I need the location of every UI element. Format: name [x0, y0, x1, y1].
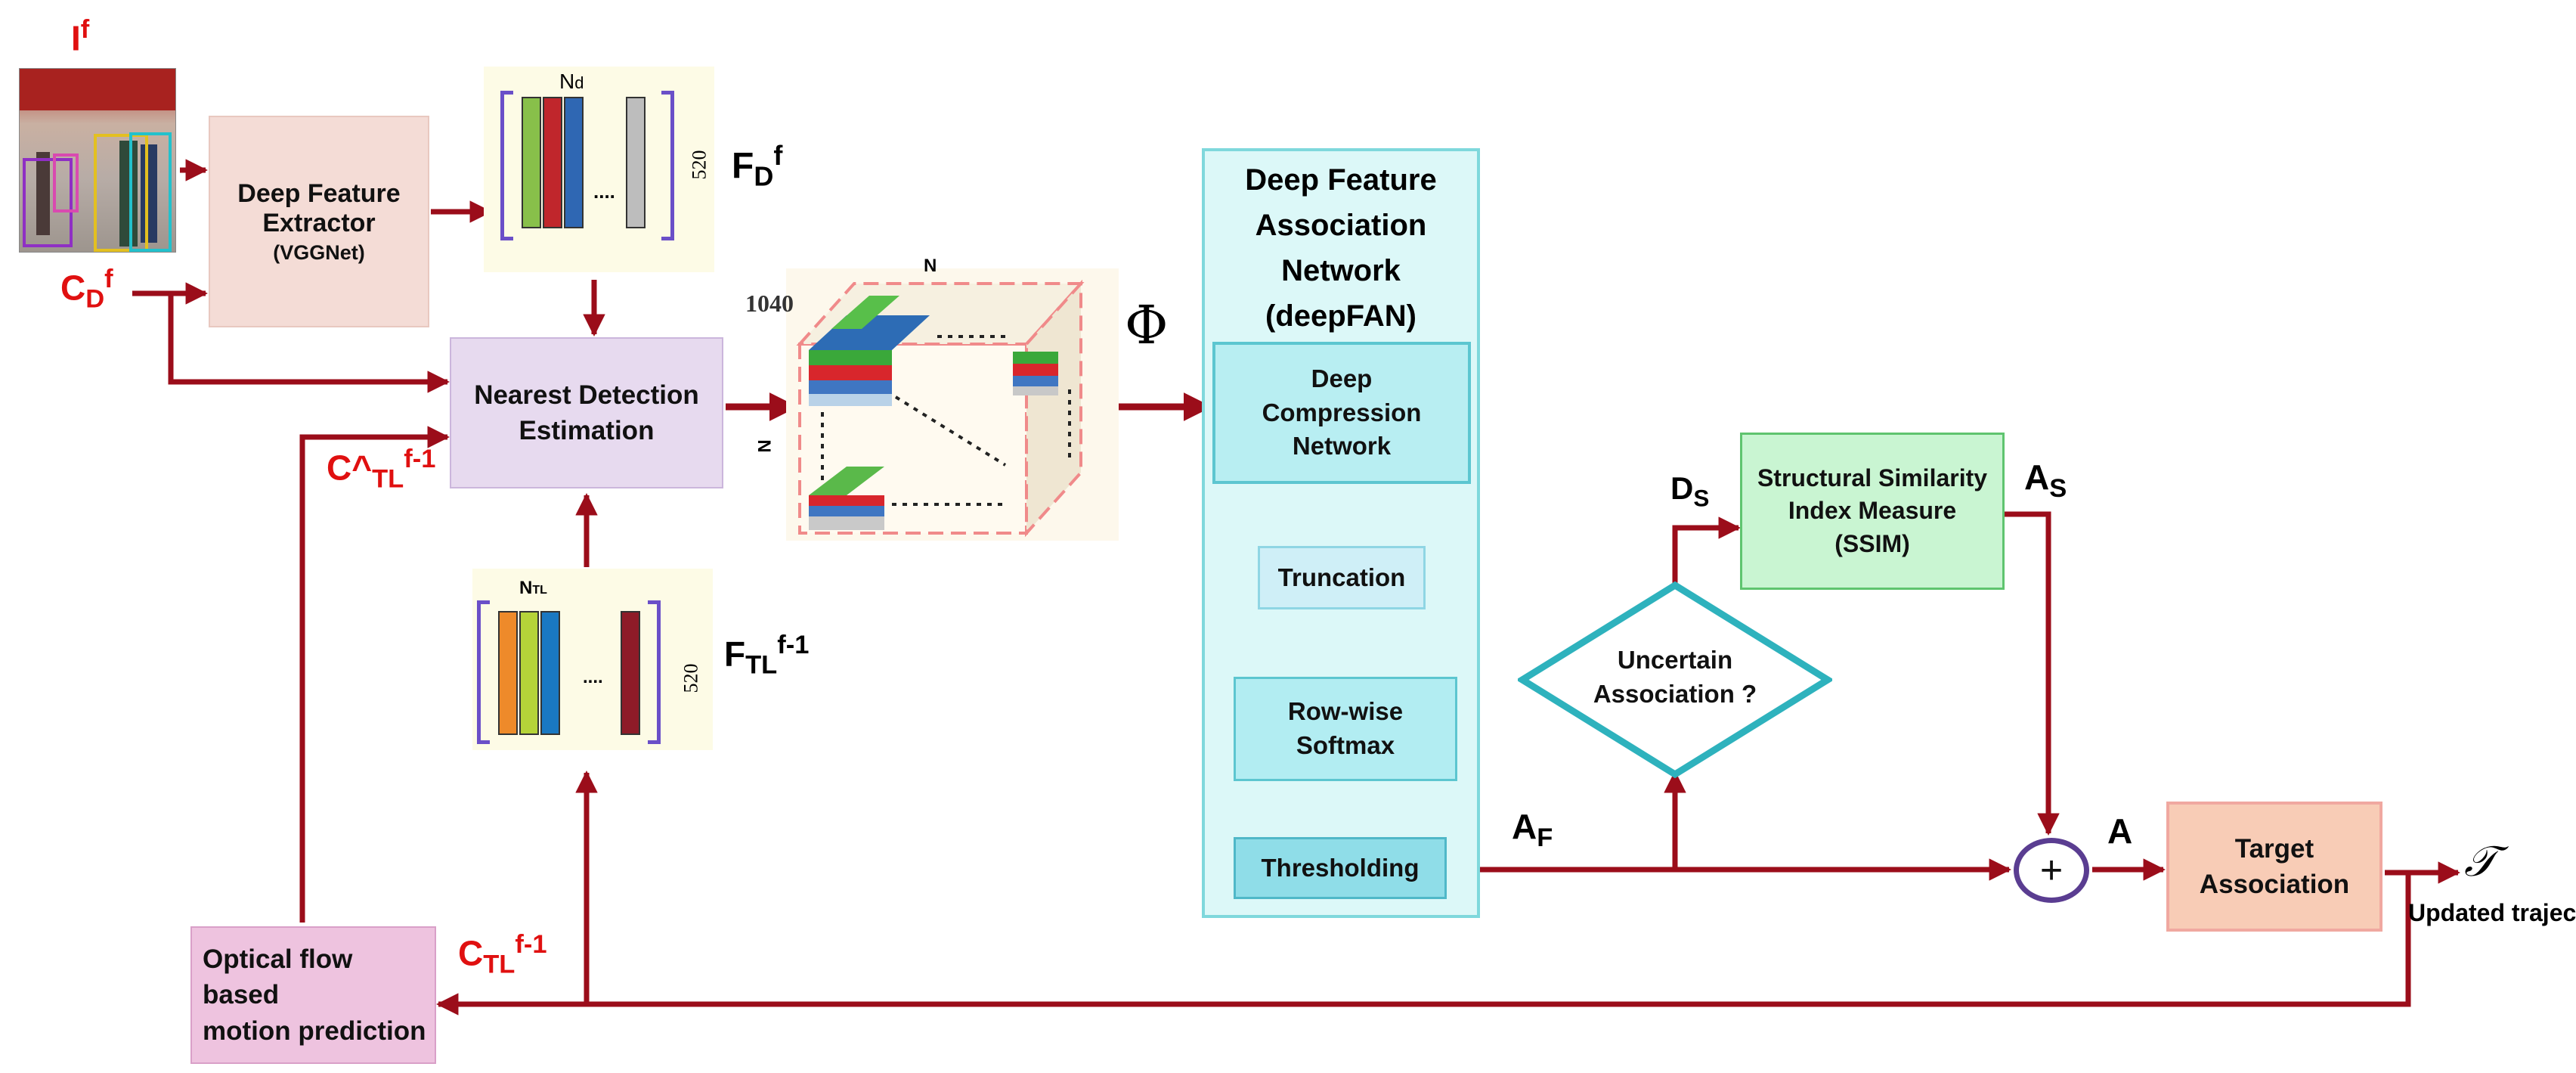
feature-bar: [564, 97, 584, 228]
deepfan-container: Deep Feature Association Network (deepFA…: [1202, 148, 1480, 918]
deepfan-title: Deep Feature Association Network (deepFA…: [1245, 163, 1437, 333]
feature-dots: ....: [583, 667, 603, 687]
person-figure-icon: [141, 144, 157, 243]
detection-bbox-icon: [94, 134, 148, 252]
feature-bar: [498, 611, 518, 735]
bracket-right: [648, 600, 661, 744]
a-label: A: [2107, 811, 2133, 851]
ds-label: DS: [1670, 470, 1710, 512]
thresholding-box: Thresholding: [1234, 837, 1447, 899]
detections-label: CDf: [60, 265, 113, 314]
extractor-line1: Deep Feature: [237, 178, 401, 208]
bracket-left: [477, 600, 490, 744]
predicted-detections-label: C^TLf-1: [327, 445, 436, 494]
feature-bar: [626, 97, 646, 228]
tensor-top-right-block: [1013, 352, 1058, 395]
tensor-dotted-diagonal: [894, 395, 1007, 467]
feature-dots: ....: [593, 180, 615, 203]
row-wise-softmax-box: Row-wise Softmax: [1234, 677, 1457, 781]
bracket-right: [661, 91, 674, 240]
arrow-detections-to-nearest: [168, 293, 450, 393]
ssim-box: Structural Similarity Index Measure (SSI…: [1740, 433, 2005, 590]
deep-compression-box: Deep Compression Network: [1212, 342, 1471, 484]
phi-symbol: Φ: [1125, 294, 1169, 356]
feature-bar: [522, 97, 541, 228]
as-label: AS: [2024, 457, 2067, 504]
arrow-ssim-to-sum: [2003, 511, 2060, 836]
arrow-feedback-to-optical: [436, 873, 2411, 1016]
trajectories-caption: Updated trajectories: [2408, 899, 2576, 926]
tensor-side-label: N: [754, 439, 776, 453]
current-features-label: FDf: [732, 140, 783, 192]
person-figure-icon: [119, 141, 138, 247]
extractor-line2: Extractor: [262, 208, 376, 237]
tensor-depth-label: 1040: [745, 290, 794, 317]
tensor-top-label: N: [924, 256, 937, 276]
detection-bbox-icon: [129, 132, 172, 252]
target-association-box: Target Association: [2166, 802, 2382, 932]
previous-tracks-label: CTLf-1: [458, 930, 547, 979]
frame-label: If: [71, 15, 90, 58]
deep-feature-extractor-box: Deep Feature Extractor (VGGNet): [209, 116, 429, 327]
frame-image: [19, 68, 176, 253]
plus-icon: +: [2039, 848, 2064, 892]
detection-bbox-icon: [53, 154, 79, 212]
association-tensor: [786, 268, 1119, 541]
detection-bbox-icon: [23, 158, 73, 247]
truncation-box: Truncation: [1258, 546, 1426, 609]
previous-features-panel: .... NTL 520: [472, 569, 713, 750]
tensor-corner-block: [809, 296, 930, 406]
nearest-detection-box: Nearest Detection Estimation: [450, 337, 723, 488]
prev-features-size-label: 520: [680, 663, 702, 693]
tensor-side-face: [1025, 279, 1082, 538]
arrow-decision-to-ssim: [1672, 516, 1741, 584]
decision-text: Uncertain Association ?: [1593, 646, 1757, 708]
feature-bar: [543, 97, 562, 228]
features-size-label: 520: [688, 150, 711, 180]
store-wall-icon: [20, 69, 175, 110]
arrow-optical-to-nearest: [299, 426, 450, 923]
prev-features-top-label: NTL: [519, 578, 547, 598]
bracket-left: [500, 91, 513, 240]
af-label: AF: [1512, 807, 1553, 853]
current-features-panel: .... Nd 520: [484, 67, 714, 272]
feature-bar: [519, 611, 539, 735]
sum-node: +: [2014, 838, 2089, 903]
person-figure-icon: [36, 152, 50, 235]
tensor-bottom-left-block: [809, 467, 884, 530]
uncertain-association-decision: [1518, 581, 1832, 779]
features-top-label: Nd: [559, 70, 584, 93]
previous-features-label: FTLf-1: [724, 631, 810, 680]
extractor-line3: (VGGNet): [273, 240, 365, 264]
feature-bar: [540, 611, 560, 735]
trajectories-symbol: 𝒯: [2464, 837, 2497, 886]
feature-bar: [621, 611, 640, 735]
optical-flow-box: Optical flow based motion prediction: [190, 926, 436, 1064]
